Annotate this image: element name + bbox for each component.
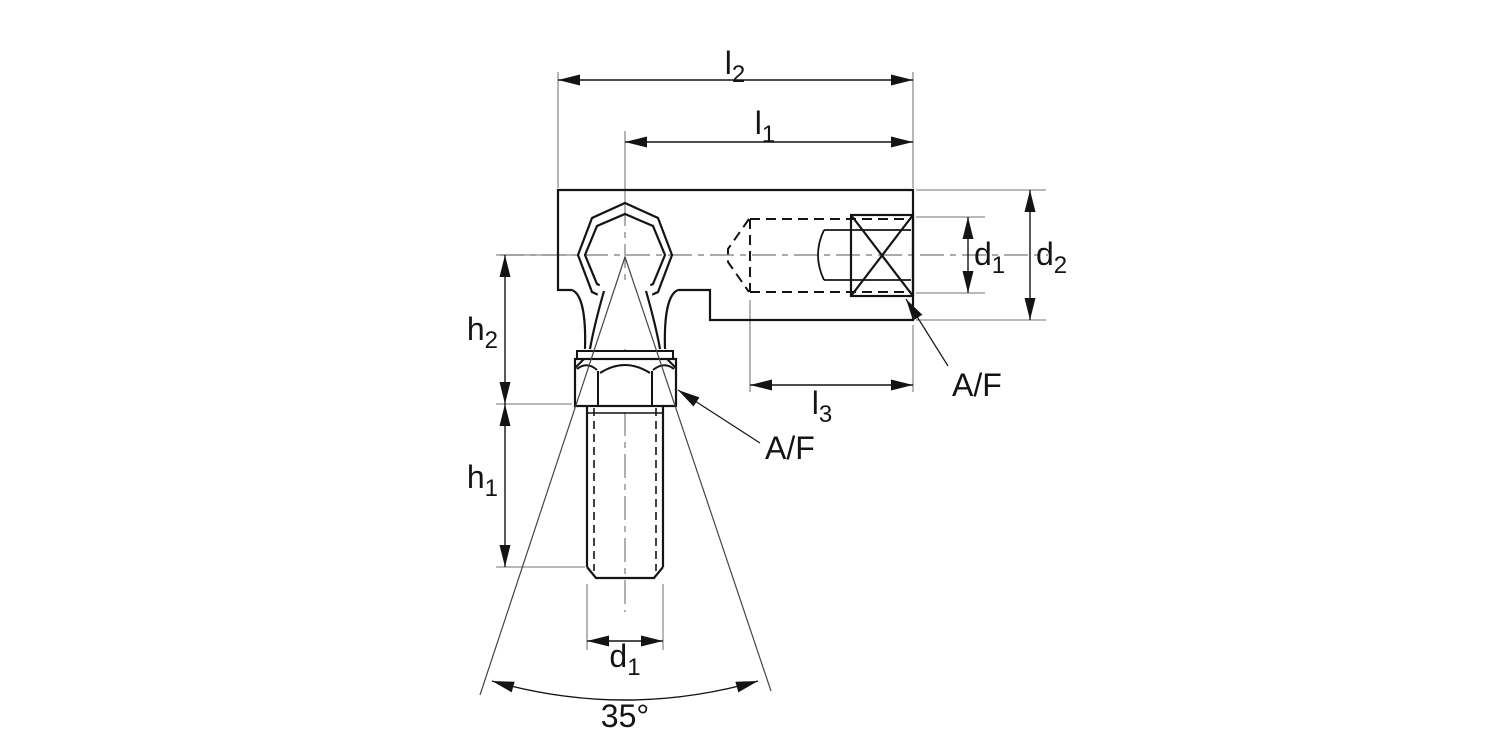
- leader-af-housing: [905, 298, 949, 367]
- hidden-cavity: [727, 218, 911, 293]
- label-d1-bottom: d1: [609, 638, 640, 681]
- leader-af-stud: [677, 389, 761, 444]
- label-l3: l3: [812, 385, 832, 428]
- dimension-lines: [491, 74, 1036, 701]
- label-d2: d2: [1036, 236, 1067, 279]
- centerlines: [500, 202, 1048, 612]
- dimension-labels: l2 l1 d1 d2 l3 h2 h1 d1 A/F A/F 35°: [467, 45, 1067, 734]
- leader-lines: [677, 298, 949, 444]
- housing-fillet-right: [663, 288, 679, 350]
- label-d1-right: d1: [974, 236, 1005, 279]
- label-l2: l2: [725, 45, 745, 88]
- label-l1: l1: [755, 105, 775, 148]
- dim-arc-cone-angle: [491, 680, 759, 701]
- flat-surface-cross: [849, 213, 915, 298]
- label-h2: h2: [467, 311, 498, 354]
- label-af-stud: A/F: [765, 430, 815, 466]
- tapped-hole: [817, 229, 911, 281]
- stud-neck: [588, 290, 662, 350]
- housing-fillet-left: [571, 288, 587, 350]
- label-cone-angle: 35°: [601, 698, 649, 734]
- cone-construction-lines: [479, 256, 772, 696]
- drill-cone: [727, 218, 750, 293]
- neck-mask: [586, 284, 664, 349]
- label-af-housing: A/F: [952, 367, 1002, 403]
- hex-nut: [573, 357, 678, 408]
- threaded-shank: [585, 406, 665, 580]
- label-h1: h1: [467, 459, 498, 502]
